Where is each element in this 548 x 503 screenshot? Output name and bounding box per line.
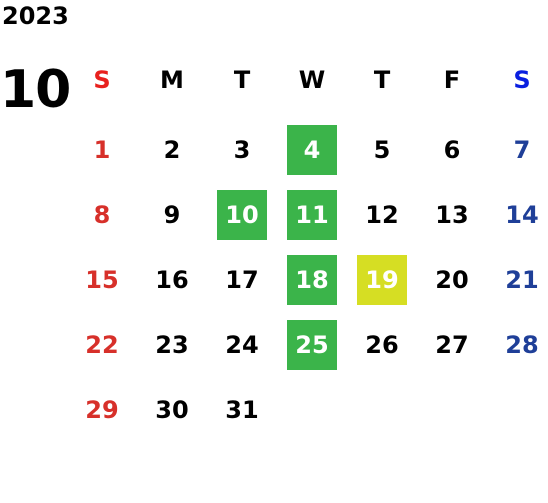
- day-cell[interactable]: 23: [155, 331, 189, 359]
- day-cell-today[interactable]: 19: [347, 255, 417, 305]
- day-cell[interactable]: 13: [435, 201, 469, 229]
- weekday-sunday: S: [93, 66, 111, 94]
- day-cell[interactable]: 30: [155, 396, 189, 424]
- week-row: 15 16 17 18 19 20 21: [67, 255, 548, 305]
- day-cell-highlighted[interactable]: 10: [207, 190, 277, 240]
- day-cell-empty: [277, 385, 347, 435]
- week-row: 1 2 3 4 5 6 7: [67, 125, 548, 175]
- weekday-monday: M: [160, 66, 184, 94]
- day-cell[interactable]: 1: [93, 136, 111, 164]
- day-cell[interactable]: 2: [163, 136, 181, 164]
- weekday-wednesday: W: [298, 66, 326, 94]
- day-cell[interactable]: 17: [225, 266, 259, 294]
- weekday-tuesday: T: [233, 66, 251, 94]
- day-cell[interactable]: 5: [373, 136, 391, 164]
- day-cell[interactable]: 6: [443, 136, 461, 164]
- day-cell[interactable]: 24: [225, 331, 259, 359]
- weekday-saturday: S: [513, 66, 531, 94]
- day-cell[interactable]: 3: [233, 136, 251, 164]
- month-label: 10: [0, 60, 71, 120]
- day-cell[interactable]: 12: [365, 201, 399, 229]
- weekday-thursday: T: [373, 66, 391, 94]
- day-cell[interactable]: 14: [505, 201, 539, 229]
- weekday-friday: F: [443, 66, 461, 94]
- day-cell[interactable]: 26: [365, 331, 399, 359]
- week-row: 8 9 10 11 12 13 14: [67, 190, 548, 240]
- weekday-header-row: S M T W T F S: [67, 55, 548, 105]
- calendar-grid: S M T W T F S 1 2 3 4 5 6 7 8 9 10 11 12…: [67, 55, 548, 450]
- day-cell-empty: [487, 385, 548, 435]
- day-cell[interactable]: 29: [85, 396, 119, 424]
- day-cell[interactable]: 20: [435, 266, 469, 294]
- day-cell[interactable]: 27: [435, 331, 469, 359]
- week-row: 29 30 31: [67, 385, 548, 435]
- day-cell[interactable]: 21: [505, 266, 539, 294]
- day-cell-empty: [347, 385, 417, 435]
- day-cell[interactable]: 15: [85, 266, 119, 294]
- day-cell-highlighted[interactable]: 18: [277, 255, 347, 305]
- day-cell[interactable]: 7: [513, 136, 531, 164]
- day-cell[interactable]: 28: [505, 331, 539, 359]
- week-row: 22 23 24 25 26 27 28: [67, 320, 548, 370]
- day-cell[interactable]: 8: [93, 201, 111, 229]
- day-cell-highlighted[interactable]: 25: [277, 320, 347, 370]
- day-cell[interactable]: 16: [155, 266, 189, 294]
- day-cell-highlighted[interactable]: 4: [277, 125, 347, 175]
- day-cell-highlighted[interactable]: 11: [277, 190, 347, 240]
- day-cell[interactable]: 9: [163, 201, 181, 229]
- day-cell[interactable]: 31: [225, 396, 259, 424]
- day-cell-empty: [417, 385, 487, 435]
- day-cell[interactable]: 22: [85, 331, 119, 359]
- year-label: 2023: [2, 2, 69, 30]
